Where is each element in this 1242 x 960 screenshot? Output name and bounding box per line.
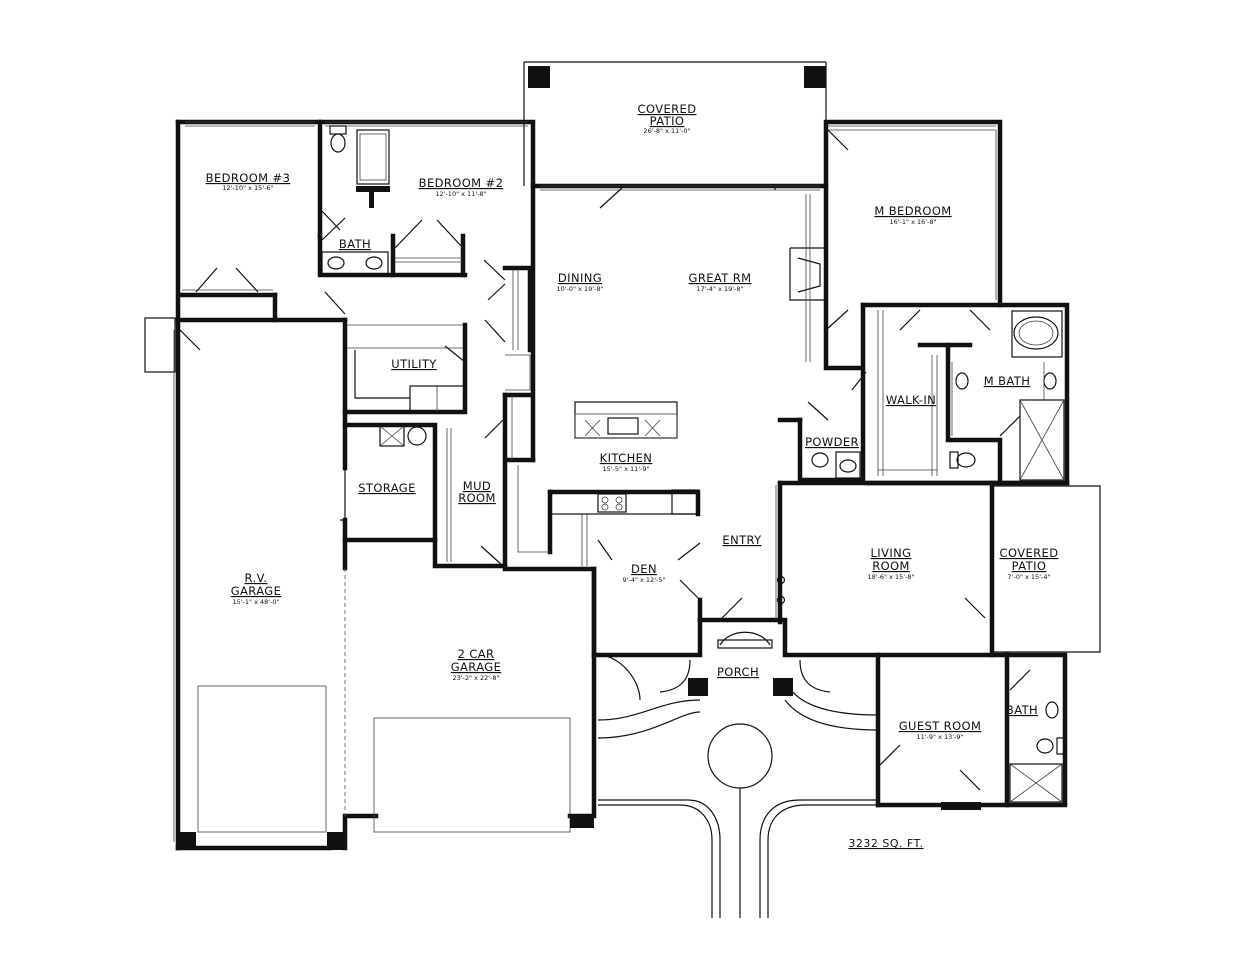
svg-text:WALK-IN: WALK-IN	[886, 393, 936, 407]
svg-text:KITCHEN: KITCHEN	[600, 451, 653, 465]
svg-text:GUEST ROOM: GUEST ROOM	[899, 719, 982, 733]
svg-text:9'-4" x 12'-5": 9'-4" x 12'-5"	[623, 576, 666, 584]
svg-text:15'-5" x 11'-9": 15'-5" x 11'-9"	[602, 465, 649, 473]
bath-upper-label: BATH	[339, 237, 371, 251]
svg-text:COVERED: COVERED	[638, 102, 697, 116]
svg-text:M BATH: M BATH	[984, 374, 1031, 388]
svg-text:DEN: DEN	[631, 562, 657, 576]
svg-text:7'-0" x 15'-4": 7'-0" x 15'-4"	[1008, 573, 1051, 581]
svg-text:UTILITY: UTILITY	[391, 357, 437, 371]
svg-text:15'-1" x 48'-0": 15'-1" x 48'-0"	[232, 598, 279, 606]
svg-text:ROOM: ROOM	[458, 491, 496, 505]
svg-text:17'-4" x 19'-8": 17'-4" x 19'-8"	[696, 285, 743, 293]
svg-text:R.V.: R.V.	[245, 571, 268, 585]
svg-text:BEDROOM #3: BEDROOM #3	[206, 171, 291, 185]
svg-text:PORCH: PORCH	[717, 665, 759, 679]
svg-text:ROOM: ROOM	[872, 559, 910, 573]
svg-text:BEDROOM #2: BEDROOM #2	[419, 176, 504, 190]
doors	[179, 127, 1031, 791]
svg-text:18'-6" x 15'-8": 18'-6" x 15'-8"	[867, 573, 914, 581]
svg-text:2 CAR: 2 CAR	[458, 647, 495, 661]
svg-text:PATIO: PATIO	[650, 114, 685, 128]
fixtures	[144, 121, 1101, 918]
svg-text:MUD: MUD	[463, 479, 491, 493]
svg-text:DINING: DINING	[558, 271, 602, 285]
svg-text:12'-10" x 11'-8": 12'-10" x 11'-8"	[435, 190, 486, 198]
powder-label: POWDER	[805, 435, 859, 449]
svg-text:PATIO: PATIO	[1012, 559, 1047, 573]
bedroom-2-label: BEDROOM #212'-10" x 11'-8"	[419, 176, 504, 198]
svg-text:ENTRY: ENTRY	[722, 533, 762, 547]
svg-text:10'-0" x 19'-8": 10'-0" x 19'-8"	[556, 285, 603, 293]
svg-text:12'-10" x 15'-6": 12'-10" x 15'-6"	[222, 184, 273, 192]
walk-in-label: WALK-IN	[886, 393, 936, 407]
svg-text:16'-1" x 16'-8": 16'-1" x 16'-8"	[889, 218, 936, 226]
svg-text:11'-9" x 13'-9": 11'-9" x 13'-9"	[916, 733, 963, 741]
svg-text:M BEDROOM: M BEDROOM	[874, 204, 951, 218]
bedroom-3-label: BEDROOM #312'-10" x 15'-6"	[206, 171, 291, 192]
svg-text:GARAGE: GARAGE	[451, 660, 502, 674]
svg-text:GARAGE: GARAGE	[231, 584, 282, 598]
storage-label: STORAGE	[358, 481, 416, 495]
entry-label: ENTRY	[722, 533, 762, 547]
svg-text:26'-8" x 11'-0": 26'-8" x 11'-0"	[643, 127, 690, 135]
svg-text:LIVING: LIVING	[871, 546, 912, 560]
posts	[176, 66, 981, 850]
total-area: 3232 SQ. FT.	[848, 837, 923, 850]
svg-text:STORAGE: STORAGE	[358, 481, 416, 495]
utility-label: UTILITY	[391, 357, 437, 371]
svg-text:BATH: BATH	[1006, 703, 1038, 717]
svg-text:COVERED: COVERED	[1000, 546, 1059, 560]
m-bath-label: M BATH	[984, 374, 1031, 388]
svg-text:23'-2" x 22'-8": 23'-2" x 22'-8"	[452, 674, 499, 682]
svg-text:GREAT RM: GREAT RM	[689, 271, 752, 285]
porch-label: PORCH	[717, 665, 759, 679]
svg-text:BATH: BATH	[339, 237, 371, 251]
walls	[175, 61, 1070, 851]
svg-text:POWDER: POWDER	[805, 435, 859, 449]
bath-guest-label: BATH	[1006, 703, 1038, 717]
